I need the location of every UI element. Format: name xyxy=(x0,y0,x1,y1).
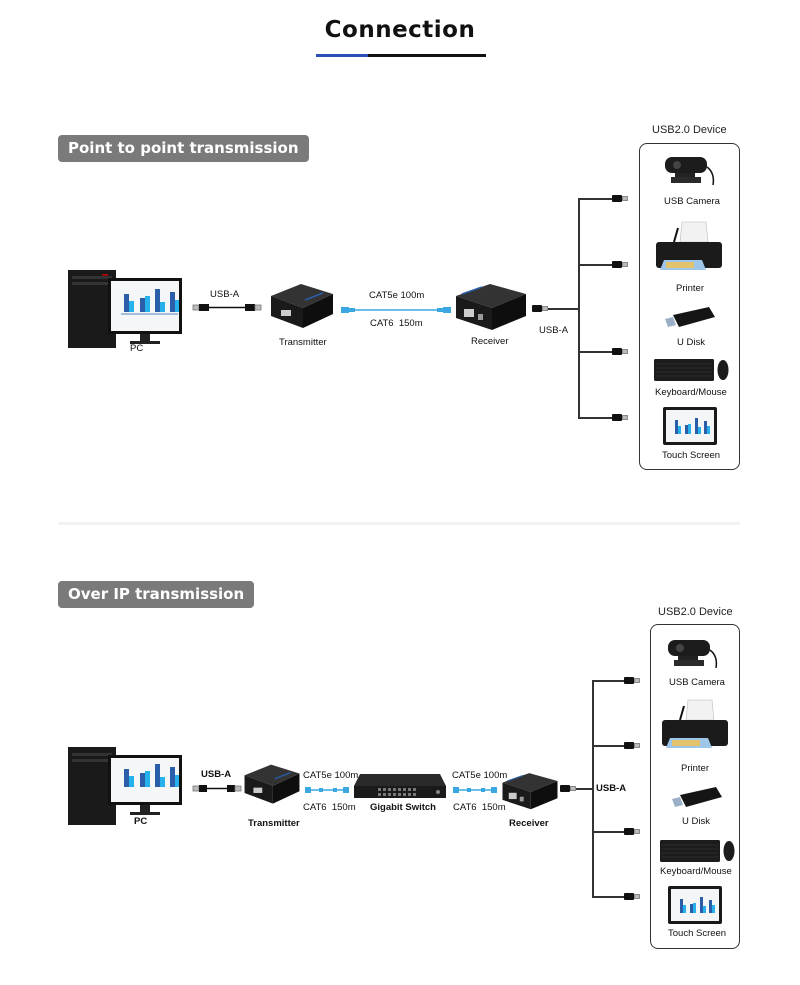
page-title: Connection xyxy=(324,17,476,43)
usb-branch xyxy=(592,831,624,833)
transmitter-icon xyxy=(244,764,300,804)
section-divider xyxy=(58,522,740,525)
device-label: Touch Screen xyxy=(662,450,721,461)
usb-flash-drive-icon xyxy=(665,307,715,327)
device-label: USB Camera xyxy=(664,196,720,207)
pc-label: PC xyxy=(130,343,144,354)
device-label: Keyboard/Mouse xyxy=(660,866,732,877)
title-underline xyxy=(316,54,486,57)
usb-a-label: USB-A xyxy=(210,289,240,300)
usb-bus-line xyxy=(576,788,593,790)
usb-hub-trunk xyxy=(578,198,580,418)
usb-branch xyxy=(592,680,624,682)
webcam-icon xyxy=(668,640,718,669)
title-underline-accent xyxy=(316,54,368,57)
tablet-icon xyxy=(668,886,722,924)
usb-branch xyxy=(592,745,624,747)
tablet-icon xyxy=(663,407,717,445)
cable-cat6-label: CAT6 150m xyxy=(453,802,506,813)
section-heading-point-to-point: Point to point transmission xyxy=(58,135,309,162)
usb-cable-icon xyxy=(192,785,242,792)
transmitter-icon xyxy=(271,284,333,328)
printer-icon xyxy=(662,699,728,748)
usb-a-label: USB-A xyxy=(201,769,232,780)
cable-cat5e-label: CAT5e 100m xyxy=(369,290,425,301)
usb-device-panel xyxy=(639,143,740,470)
switch-label: Gigabit Switch xyxy=(370,802,436,813)
usb-plug-icon xyxy=(560,785,576,792)
usb-plug-icon xyxy=(612,414,628,421)
printer-icon xyxy=(656,221,722,270)
usb-plug-icon xyxy=(612,261,628,268)
usb-plug-icon xyxy=(624,893,640,900)
receiver-label: Receiver xyxy=(471,336,509,347)
keyboard-mouse-icon xyxy=(654,359,729,381)
device-group-title: USB2.0 Device xyxy=(658,606,733,618)
webcam-icon xyxy=(665,157,715,186)
usb-branch xyxy=(578,198,612,200)
cable-cat6-label: CAT6 150m xyxy=(370,318,423,329)
transmitter-label: Transmitter xyxy=(279,337,327,348)
device-label: USB Camera xyxy=(669,677,725,688)
pc-icon xyxy=(68,747,182,825)
ethernet-cable-icon xyxy=(453,787,497,793)
transmitter-label: Transmitter xyxy=(248,818,300,829)
receiver-usb-a-label: USB-A xyxy=(596,783,627,794)
cable-cat5e-label: CAT5e 100m xyxy=(303,770,359,781)
usb-branch xyxy=(578,417,612,419)
usb-plug-icon xyxy=(624,828,640,835)
receiver-icon xyxy=(502,773,558,810)
device-label: U Disk xyxy=(682,816,710,827)
section-heading-over-ip: Over IP transmission xyxy=(58,581,255,608)
usb-plug-icon xyxy=(532,305,548,312)
keyboard-mouse-icon xyxy=(660,840,735,862)
usb-bus-line xyxy=(548,308,579,310)
usb-plug-icon xyxy=(624,742,640,749)
device-label: Touch Screen xyxy=(668,928,727,939)
ethernet-cable-icon xyxy=(305,787,349,793)
usb-branch xyxy=(592,896,624,898)
device-group-title: USB2.0 Device xyxy=(652,124,727,136)
pc-label: PC xyxy=(134,816,148,827)
device-label: Printer xyxy=(676,283,704,294)
device-label: Printer xyxy=(681,763,709,774)
usb-cable-icon xyxy=(192,304,262,311)
usb-branch xyxy=(578,351,612,353)
cable-cat6-label: CAT6 150m xyxy=(303,802,356,813)
usb-plug-icon xyxy=(624,677,640,684)
usb-plug-icon xyxy=(612,195,628,202)
gigabit-switch-icon xyxy=(354,774,446,798)
usb-flash-drive-icon xyxy=(672,787,722,807)
receiver-usb-a-label: USB-A xyxy=(539,325,569,336)
pc-icon xyxy=(68,270,182,348)
usb-branch xyxy=(578,264,612,266)
usb-hub-trunk xyxy=(592,680,594,897)
cable-cat5e-label: CAT5e 100m xyxy=(452,770,508,781)
receiver-label: Receiver xyxy=(509,818,549,829)
ethernet-cable-icon xyxy=(341,307,451,313)
device-label: U Disk xyxy=(677,337,705,348)
receiver-icon xyxy=(456,284,526,330)
usb-plug-icon xyxy=(612,348,628,355)
device-label: Keyboard/Mouse xyxy=(655,387,727,398)
